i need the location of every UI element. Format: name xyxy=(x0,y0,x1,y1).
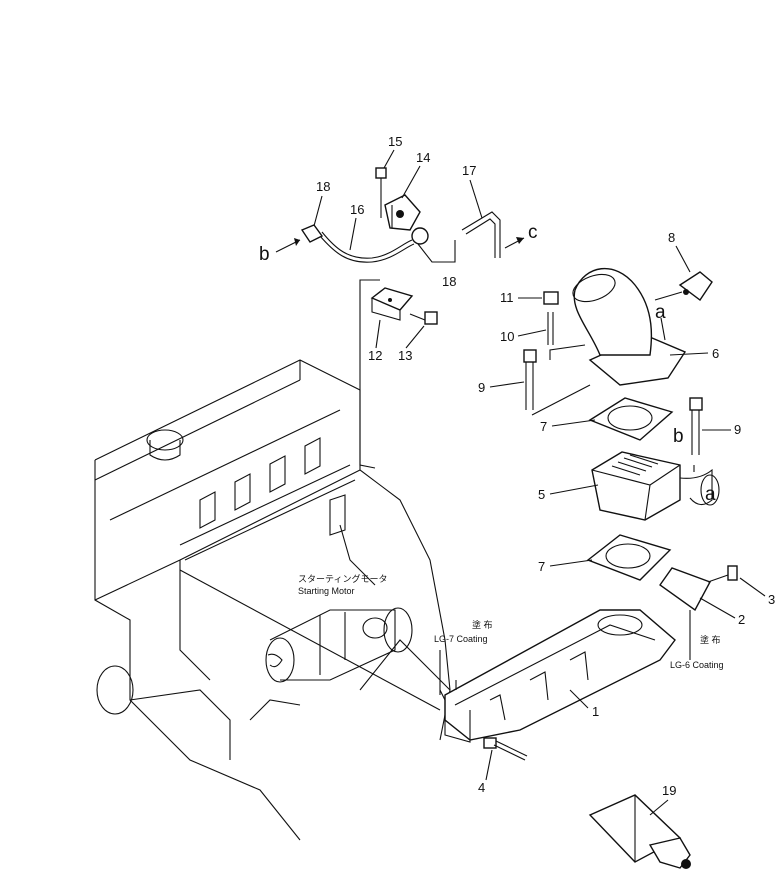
callout-11: 11 xyxy=(500,290,514,305)
bolt-part-4 xyxy=(483,737,528,761)
gasket-part-7-lower xyxy=(586,534,672,581)
leader-lines xyxy=(179,279,695,711)
letter-b-left: b xyxy=(259,244,270,265)
callout-15: 15 xyxy=(388,134,402,149)
sensor-part-8 xyxy=(654,271,713,302)
letter-markers: a a b b c xyxy=(259,222,720,506)
callout-12: 12 xyxy=(368,348,382,363)
callout-19: 19 xyxy=(662,783,676,798)
letter-b-mid: b xyxy=(673,426,684,447)
engine-block xyxy=(94,359,451,841)
tool-part-19 xyxy=(588,794,691,869)
callout-10: 10 xyxy=(500,329,514,344)
starting-motor-jp: スターティングモータ xyxy=(298,573,387,584)
callout-2: 2 xyxy=(738,612,745,627)
callout-7b: 7 xyxy=(538,559,545,574)
callout-5: 5 xyxy=(538,487,545,502)
connector-part-18 xyxy=(300,224,456,263)
callout-17: 17 xyxy=(462,163,476,178)
block-part-5 xyxy=(591,451,713,521)
bolt-part-9-left xyxy=(523,349,537,410)
gasket-part-7-upper xyxy=(588,397,674,441)
harness-part-17 xyxy=(461,211,501,258)
callout-6: 6 xyxy=(712,346,719,361)
callout-1: 1 xyxy=(592,704,599,719)
plate-part-2 xyxy=(659,567,711,612)
nut-part-11 xyxy=(543,291,559,305)
callout-8: 8 xyxy=(668,230,675,245)
letter-a-side: a xyxy=(705,484,716,505)
callouts: 1 2 3 4 5 6 7 7 8 9 9 10 11 12 13 14 15 … xyxy=(313,134,775,816)
callout-13: 13 xyxy=(398,348,412,363)
callout-7a: 7 xyxy=(540,419,547,434)
callout-18a: 18 xyxy=(316,179,330,194)
starting-motor-en: Starting Motor xyxy=(298,586,355,596)
stud-part-10 xyxy=(547,312,554,345)
callout-3: 3 xyxy=(768,592,775,607)
bolt-part-15 xyxy=(375,167,387,218)
callout-16: 16 xyxy=(350,202,364,217)
callout-9b: 9 xyxy=(734,422,741,437)
harness-part-16 xyxy=(319,231,415,263)
coating-right-jp: 塗 布 xyxy=(700,634,721,645)
callout-9a: 9 xyxy=(478,380,485,395)
bracket-part-12 xyxy=(370,287,414,321)
coating-left-en: LG-7 Coating xyxy=(434,634,488,644)
elbow-part-6 xyxy=(572,268,687,386)
coating-right-en: LG-6 Coating xyxy=(670,660,724,670)
bolt-part-3 xyxy=(707,565,738,583)
callout-4: 4 xyxy=(478,780,485,795)
bolt-part-13 xyxy=(409,311,438,325)
callout-18b: 18 xyxy=(442,274,456,289)
coating-left-jp: 塗 布 xyxy=(472,619,493,630)
manifold-part-1 xyxy=(439,609,676,743)
letter-a-top: a xyxy=(655,302,666,323)
letter-c-right: c xyxy=(528,222,538,243)
bolt-part-9-right xyxy=(689,397,703,455)
sensor-part-14 xyxy=(384,194,421,231)
notes: スターティングモータ Starting Motor 塗 布 LG-7 Coati… xyxy=(298,573,724,670)
callout-14: 14 xyxy=(416,150,430,165)
